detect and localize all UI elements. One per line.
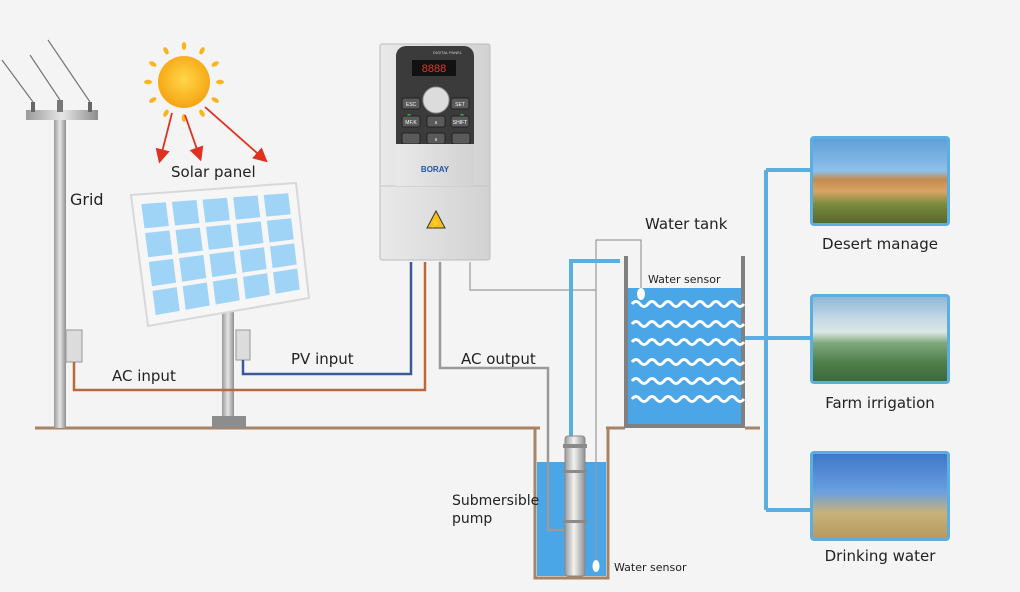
inverter-key — [401, 97, 421, 110]
solar-cell — [148, 258, 177, 287]
inverter-panel-title: DIGITAL PANEL — [433, 50, 463, 55]
solar-cell — [205, 224, 234, 250]
sun-ray — [181, 42, 187, 50]
inverter-brand: BORAY — [421, 165, 450, 174]
tank-water-sensor-label: Water sensor — [648, 273, 721, 286]
water-tower-photo-icon — [810, 451, 950, 541]
water-wave — [630, 395, 746, 403]
sun-ray — [199, 109, 205, 117]
riser-pipe — [569, 259, 620, 440]
sun-ray — [144, 79, 152, 85]
solar-cell — [263, 193, 291, 217]
inverter: DIGITAL PANEL 8888 ESC SET MF.K SHIFT ∧ ∨ BOR… — [379, 43, 491, 261]
water-wave — [630, 358, 746, 366]
pv-input-label: PV input — [291, 350, 354, 368]
water-pipes — [569, 168, 810, 512]
sun-ray — [163, 47, 169, 55]
solar-cell — [269, 243, 297, 269]
water-tank — [624, 256, 746, 428]
wires — [72, 239, 642, 566]
inverter-key — [401, 115, 421, 128]
irrigation-photo-icon — [810, 294, 950, 384]
solar-cell — [152, 287, 180, 316]
solar-cell — [182, 282, 210, 310]
well-sensor-icon — [592, 560, 600, 572]
sensor-wire — [469, 239, 642, 291]
application-caption: Farm irrigation — [825, 394, 935, 412]
sun-ray — [211, 61, 219, 67]
solar-panel-label: Solar panel — [171, 163, 256, 181]
sun-ray — [149, 61, 157, 67]
solar-cell — [266, 218, 294, 243]
solar-cell — [202, 197, 230, 223]
application-caption: Desert manage — [822, 235, 938, 253]
submersible-pump-icon — [563, 435, 600, 577]
sun-ray — [199, 47, 205, 55]
inverter-key — [451, 132, 471, 145]
well-water-sensor-label: Water sensor — [614, 561, 687, 574]
solar-cell — [233, 195, 261, 220]
inverter-key — [426, 115, 446, 128]
water-wave — [630, 300, 746, 308]
solar-cell — [179, 254, 207, 282]
solar-cell — [145, 230, 173, 258]
inverter-dial-icon — [422, 86, 450, 114]
ac-input-label: AC input — [112, 367, 176, 385]
solar-cell — [171, 200, 200, 226]
inverter-key — [401, 132, 421, 145]
ac-output-wire — [438, 262, 566, 532]
application-caption: Drinking water — [824, 547, 936, 565]
grid-label: Grid — [70, 190, 104, 209]
grid-pole — [1, 39, 98, 428]
inverter-key-label: SHIFT — [453, 120, 467, 126]
water-wave — [630, 320, 746, 328]
submersible-pump-label: Submersible pump — [452, 493, 540, 527]
inverter-key-label: SET — [455, 102, 465, 108]
desert-photo-icon — [810, 136, 950, 226]
tank-sensor-icon — [637, 288, 645, 300]
sun-ray — [163, 109, 169, 117]
solar-cell — [141, 202, 169, 229]
inverter-key-label: ∧ — [434, 120, 438, 126]
solar-panel — [129, 181, 311, 428]
inverter-key-label: ESC — [406, 102, 417, 108]
pv-input-wire — [241, 262, 413, 376]
sun-ray — [211, 97, 219, 103]
solar-cell — [239, 247, 267, 273]
sun-icon — [144, 42, 268, 164]
inverter-key — [450, 115, 470, 128]
inverter-key-label: ∨ — [434, 137, 438, 143]
sun-ray — [149, 97, 157, 103]
ac-output-label: AC output — [461, 350, 536, 368]
inverter-display: 8888 — [422, 63, 446, 75]
water-wave — [630, 377, 746, 385]
solar-cell — [175, 227, 203, 254]
water-wave — [630, 338, 746, 346]
warning-icon — [426, 209, 446, 229]
ac-input-wire — [72, 262, 427, 392]
water-tank-label: Water tank — [645, 215, 728, 233]
inverter-key-label: MF.K — [405, 120, 417, 126]
solar-cell — [236, 221, 264, 247]
sun-ray — [216, 79, 224, 85]
svg-text:⚡: ⚡ — [430, 217, 441, 229]
inverter-key — [450, 97, 470, 110]
distribution-pipe — [743, 168, 810, 512]
solar-cell — [209, 251, 237, 278]
solar-cell — [273, 268, 300, 294]
solar-cell — [212, 277, 240, 305]
solar-cell — [242, 273, 270, 300]
